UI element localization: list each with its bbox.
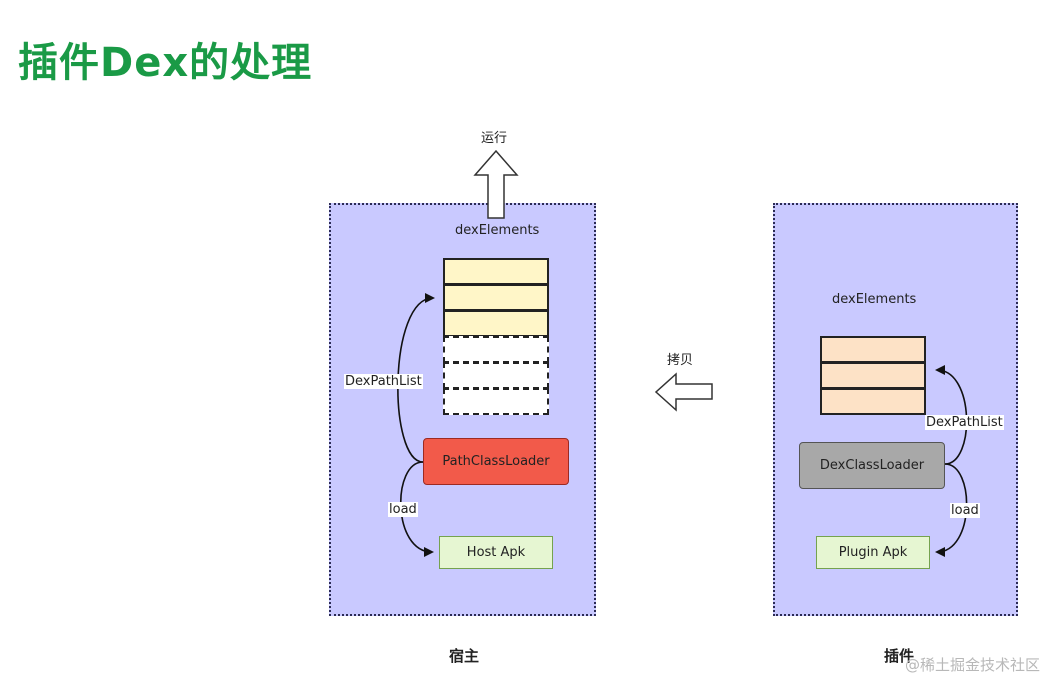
dex-class-loader-box: DexClassLoader: [799, 442, 945, 489]
run-up-arrow: [473, 149, 519, 219]
host-dex-element-slot-1: [443, 336, 549, 363]
host-dexpathlist-label: DexPathList: [344, 374, 423, 389]
host-dex-elements-label: dexElements: [455, 223, 540, 238]
plugin-dex-elements-label: dexElements: [832, 292, 917, 307]
plugin-dex-element-1: [820, 336, 926, 363]
watermark: @稀土掘金技术社区: [904, 656, 1040, 674]
copy-left-arrow: [654, 372, 713, 412]
path-class-loader-box: PathClassLoader: [423, 438, 569, 485]
host-caption: 宿主: [449, 647, 480, 665]
host-dex-element-slot-2: [443, 362, 549, 389]
plugin-load-label: load: [950, 503, 980, 518]
plugin-dex-element-2: [820, 362, 926, 389]
plugin-dex-element-3: [820, 388, 926, 415]
host-dex-element-slot-3: [443, 388, 549, 415]
host-dex-element-3: [443, 310, 549, 337]
plugin-apk-box: Plugin Apk: [816, 536, 930, 569]
host-dex-element-2: [443, 284, 549, 311]
plugin-dexpathlist-label: DexPathList: [925, 415, 1004, 430]
run-label: 运行: [481, 131, 508, 146]
page-title: 插件Dex的处理: [18, 40, 313, 86]
host-dex-element-1: [443, 258, 549, 285]
plugin-caption: 插件: [884, 647, 915, 665]
host-apk-box: Host Apk: [439, 536, 553, 569]
copy-label: 拷贝: [667, 353, 694, 368]
host-load-label: load: [388, 502, 418, 517]
